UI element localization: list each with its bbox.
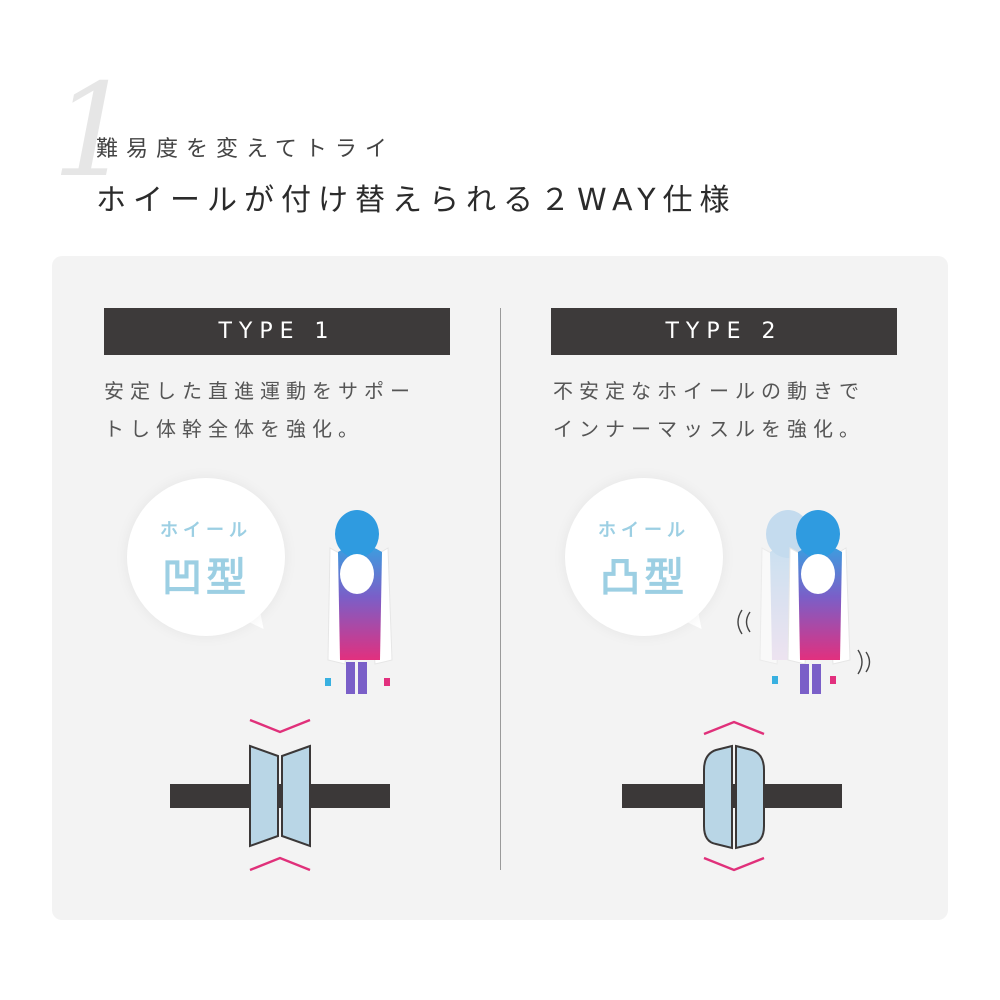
type1-chevron-icon	[249, 718, 311, 872]
type2-description: 不安定なホイールの動きで インナーマッスルを強化。	[553, 379, 865, 441]
panel-divider	[500, 308, 501, 870]
type2-bubble-label: ホイール	[598, 520, 690, 541]
type2-wheel-icon	[622, 744, 842, 850]
section-subtitle: 難易度を変えてトライ	[96, 137, 395, 162]
motion-lines-icon	[737, 609, 871, 675]
section-number: 1	[52, 57, 134, 206]
type1-wheel-icon	[170, 744, 390, 848]
type1-person-icon	[325, 510, 393, 694]
type2-bubble-shape: 凸型	[600, 555, 688, 601]
type1-bubble-shape: 凹型	[162, 555, 250, 601]
type1-bubble	[127, 478, 285, 636]
section-headline: ホイールが付け替えられる２WAY仕様	[96, 183, 737, 218]
type2-chevron-icon	[703, 720, 765, 872]
type1-header: TYPE 1	[104, 308, 450, 355]
type1-bubble-label: ホイール	[160, 520, 252, 541]
type2-bubble	[565, 478, 723, 636]
type2-person-icon	[759, 510, 851, 694]
type1-description: 安定した直進運動をサポー トし体幹全体を強化。	[104, 379, 416, 441]
type2-header: TYPE 2	[551, 308, 897, 355]
